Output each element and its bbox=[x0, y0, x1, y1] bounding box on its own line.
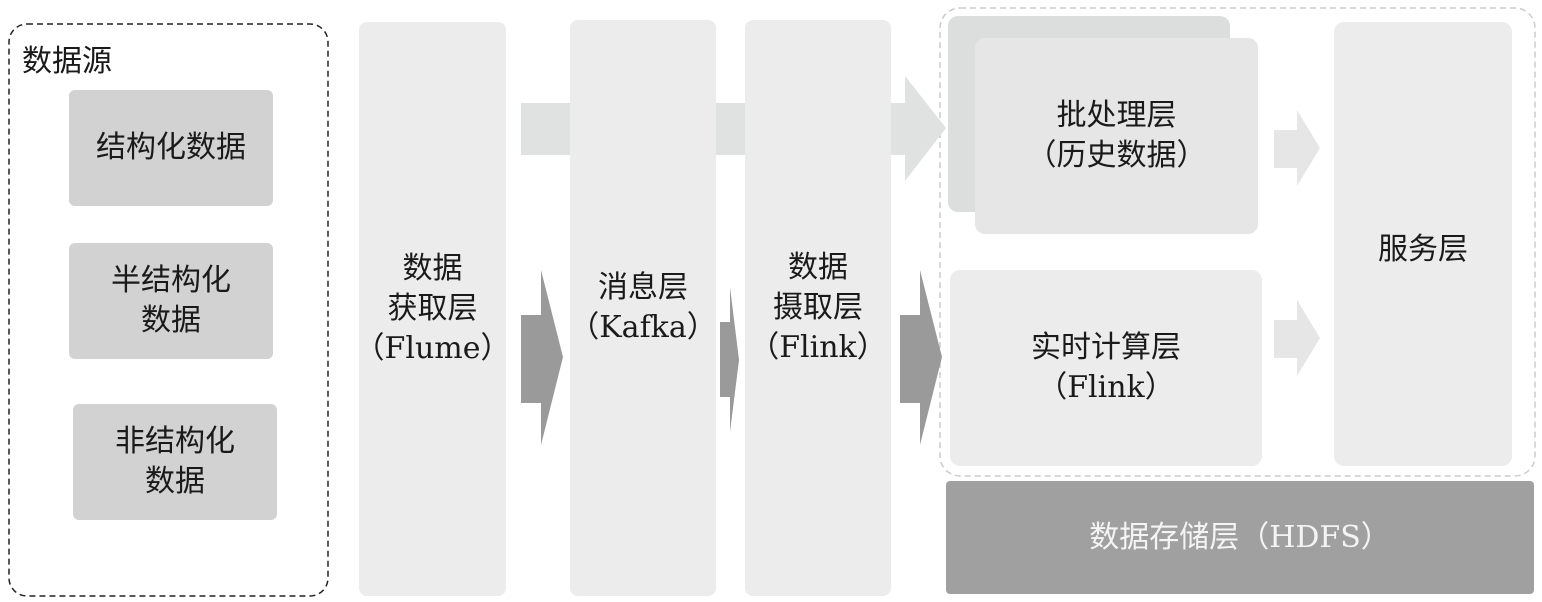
batch-layer: 批处理层 （历史数据） bbox=[975, 38, 1258, 234]
label: 消息层 bbox=[598, 270, 688, 305]
label: （Flink） bbox=[1037, 370, 1175, 405]
label: 批处理层 bbox=[1056, 98, 1177, 133]
acquisition-layer: 数据获取层 （Flume） bbox=[355, 22, 510, 596]
label: （Flume） bbox=[354, 331, 511, 366]
label: 数据 bbox=[402, 251, 463, 286]
label: （Kafka） bbox=[569, 310, 717, 345]
source-title: 数据源 bbox=[22, 44, 112, 79]
stream-arrow-3 bbox=[900, 270, 942, 445]
realtime-to-service-arrow bbox=[1274, 300, 1320, 376]
processing-group-border bbox=[939, 7, 1536, 477]
source-semi-structured: 半结构化数据 bbox=[69, 243, 273, 359]
stream-arrow-1 bbox=[521, 270, 563, 445]
storage-layer: 数据存储层（HDFS） bbox=[946, 481, 1534, 594]
message-layer: 消息层 （Kafka） bbox=[569, 20, 717, 596]
label: 获取层 bbox=[387, 291, 478, 326]
label: 数据 bbox=[145, 464, 205, 499]
label: 数据存储层（HDFS） bbox=[1089, 519, 1391, 555]
label: 数据 bbox=[141, 303, 201, 338]
label: 服务层 bbox=[1378, 232, 1468, 267]
label: 结构化数据 bbox=[96, 130, 246, 165]
batch-to-service-arrow bbox=[1274, 110, 1320, 186]
label: 半结构化 bbox=[111, 263, 231, 298]
source-unstructured: 非结构化数据 bbox=[73, 404, 277, 520]
label: 实时计算层 bbox=[1031, 330, 1181, 365]
ingestion-layer: 数据摄取层 （Flink） bbox=[745, 20, 891, 596]
label: （历史数据） bbox=[1026, 138, 1207, 173]
service-layer: 服务层 bbox=[1334, 22, 1512, 466]
source-group-border bbox=[8, 23, 329, 597]
label: 摄取层 bbox=[773, 290, 863, 325]
label: 数据 bbox=[788, 250, 848, 285]
label: （Flink） bbox=[749, 330, 887, 365]
realtime-layer: 实时计算层 （Flink） bbox=[950, 270, 1262, 466]
source-structured: 结构化数据 bbox=[69, 90, 273, 206]
label: 非结构化 bbox=[115, 424, 235, 459]
